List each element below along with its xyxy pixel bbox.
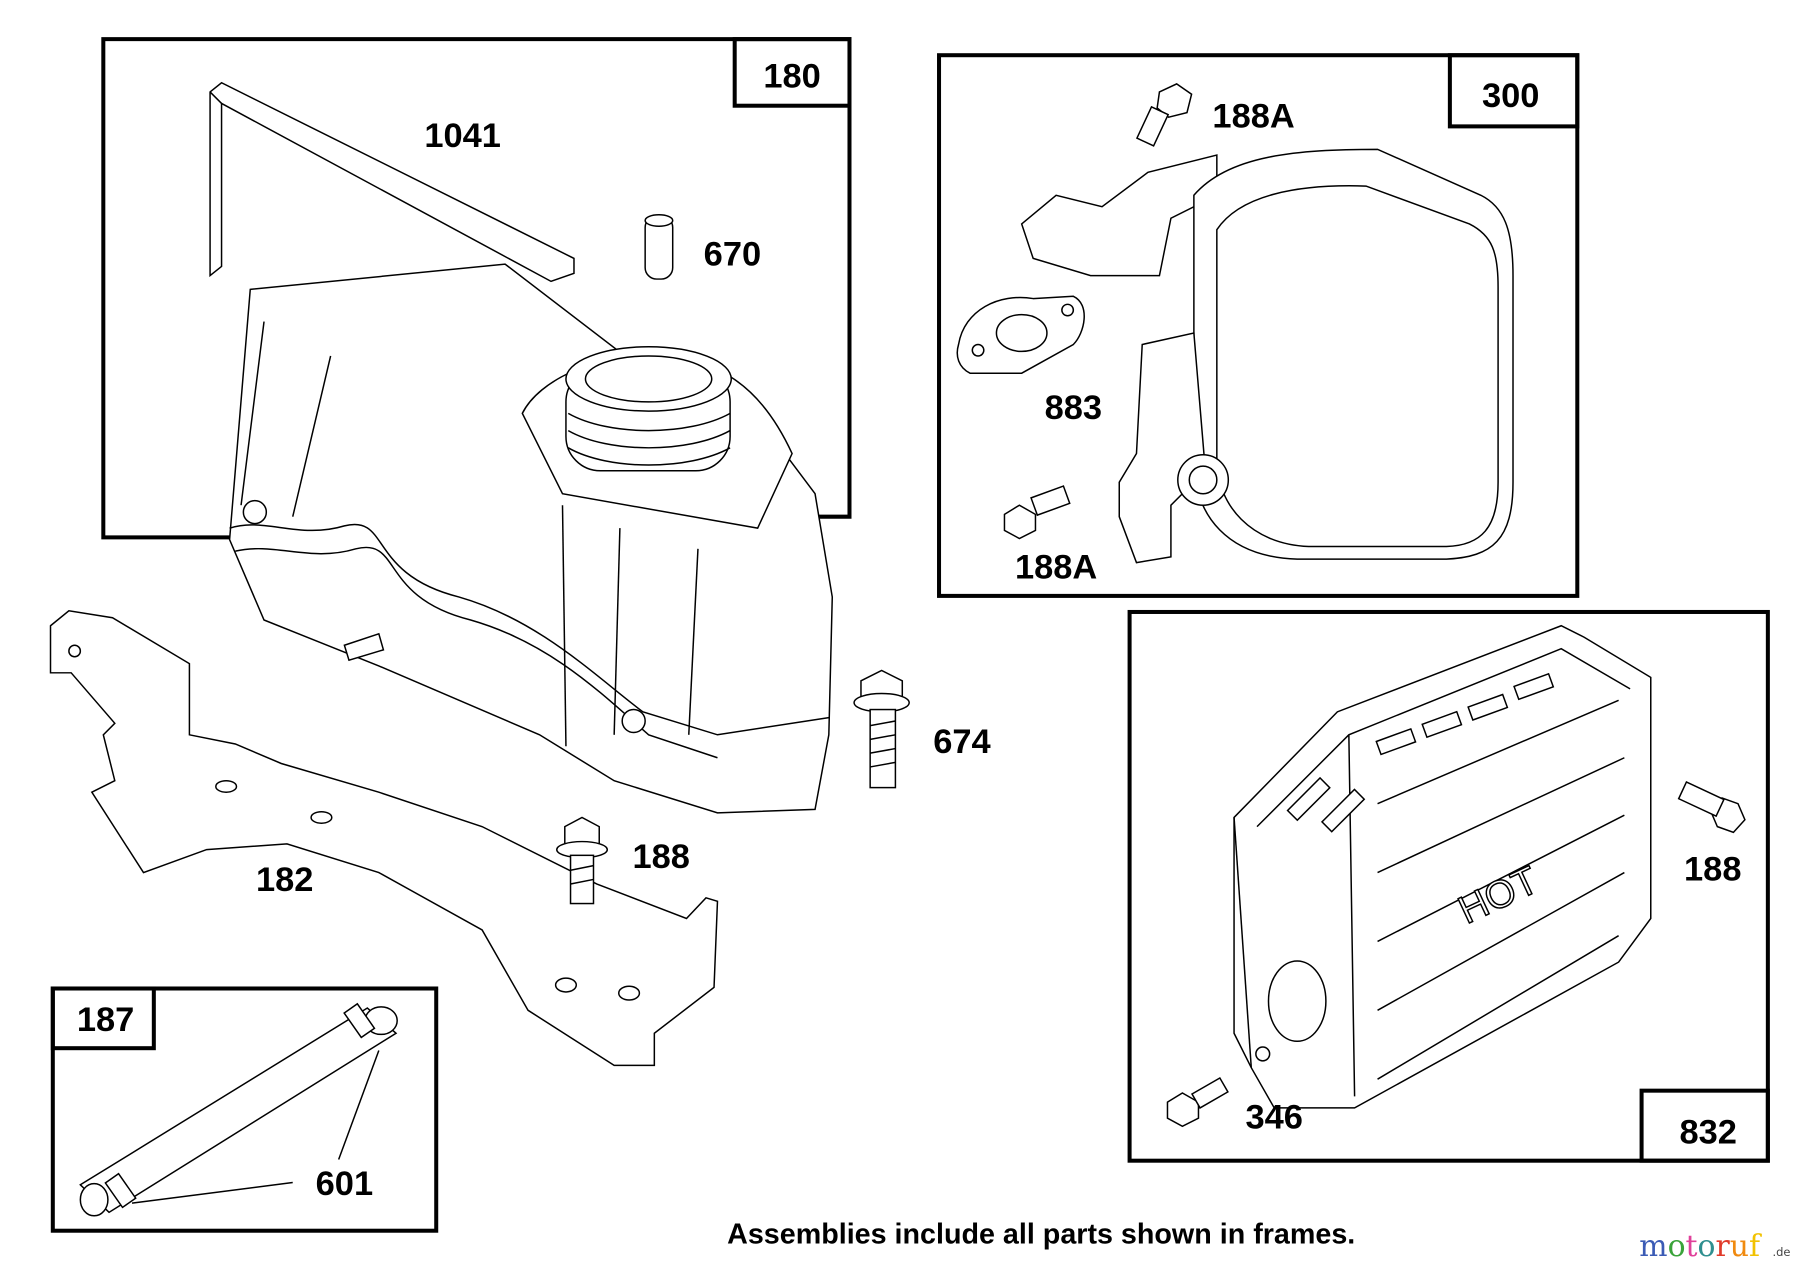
part-188A-bolt-top <box>1135 83 1193 147</box>
frame-label-180: 180 <box>763 57 820 95</box>
part-label-182: 182 <box>256 861 313 899</box>
watermark-text: motoruf <box>1639 1229 1762 1264</box>
part-label-188-right: 188 <box>1684 851 1741 889</box>
part-188A-bolt-bottom <box>1003 485 1071 540</box>
part-label-883: 883 <box>1045 389 1102 427</box>
part-188-bolt-right <box>1677 781 1746 834</box>
part-1041-bracket <box>209 81 575 283</box>
frame-label-832: 832 <box>1679 1113 1736 1151</box>
muffler <box>1020 148 1514 564</box>
part-188-bolt-left <box>556 816 609 905</box>
part-883-gasket <box>956 295 1085 374</box>
frame-label-300: 300 <box>1482 77 1539 115</box>
watermark-suffix: .de <box>1772 1245 1790 1259</box>
frame-180: 180 <box>101 37 852 540</box>
part-label-188: 188 <box>633 838 690 876</box>
fuel-tank <box>228 263 834 814</box>
part-label-1041: 1041 <box>424 117 501 155</box>
part-670-pin <box>644 214 674 280</box>
part-346-screw <box>1166 1076 1229 1128</box>
part-182-base-bracket <box>49 610 719 1067</box>
part-label-188A-top: 188A <box>1212 98 1294 136</box>
part-label-674: 674 <box>933 723 990 761</box>
assemblies-caption: Assemblies include all parts shown in fr… <box>727 1218 1355 1250</box>
frame-832: 832 <box>1127 609 1770 1163</box>
part-label-346: 346 <box>1246 1099 1303 1137</box>
heat-shield-vents <box>1286 672 1555 833</box>
part-187-fuel-hose <box>79 1002 398 1217</box>
frame-label-187: 187 <box>77 1001 134 1039</box>
part-label-670: 670 <box>704 235 761 273</box>
frame-300: 300 <box>937 53 1580 598</box>
part-label-188A-bottom: 188A <box>1015 549 1097 587</box>
motoruf-watermark-logo: motoruf .de <box>1639 1229 1790 1264</box>
part-674-bolt <box>853 669 910 789</box>
part-label-601: 601 <box>316 1165 373 1203</box>
frame-187: 187 <box>50 986 439 1233</box>
heat-shield: HOT <box>1233 624 1652 1109</box>
